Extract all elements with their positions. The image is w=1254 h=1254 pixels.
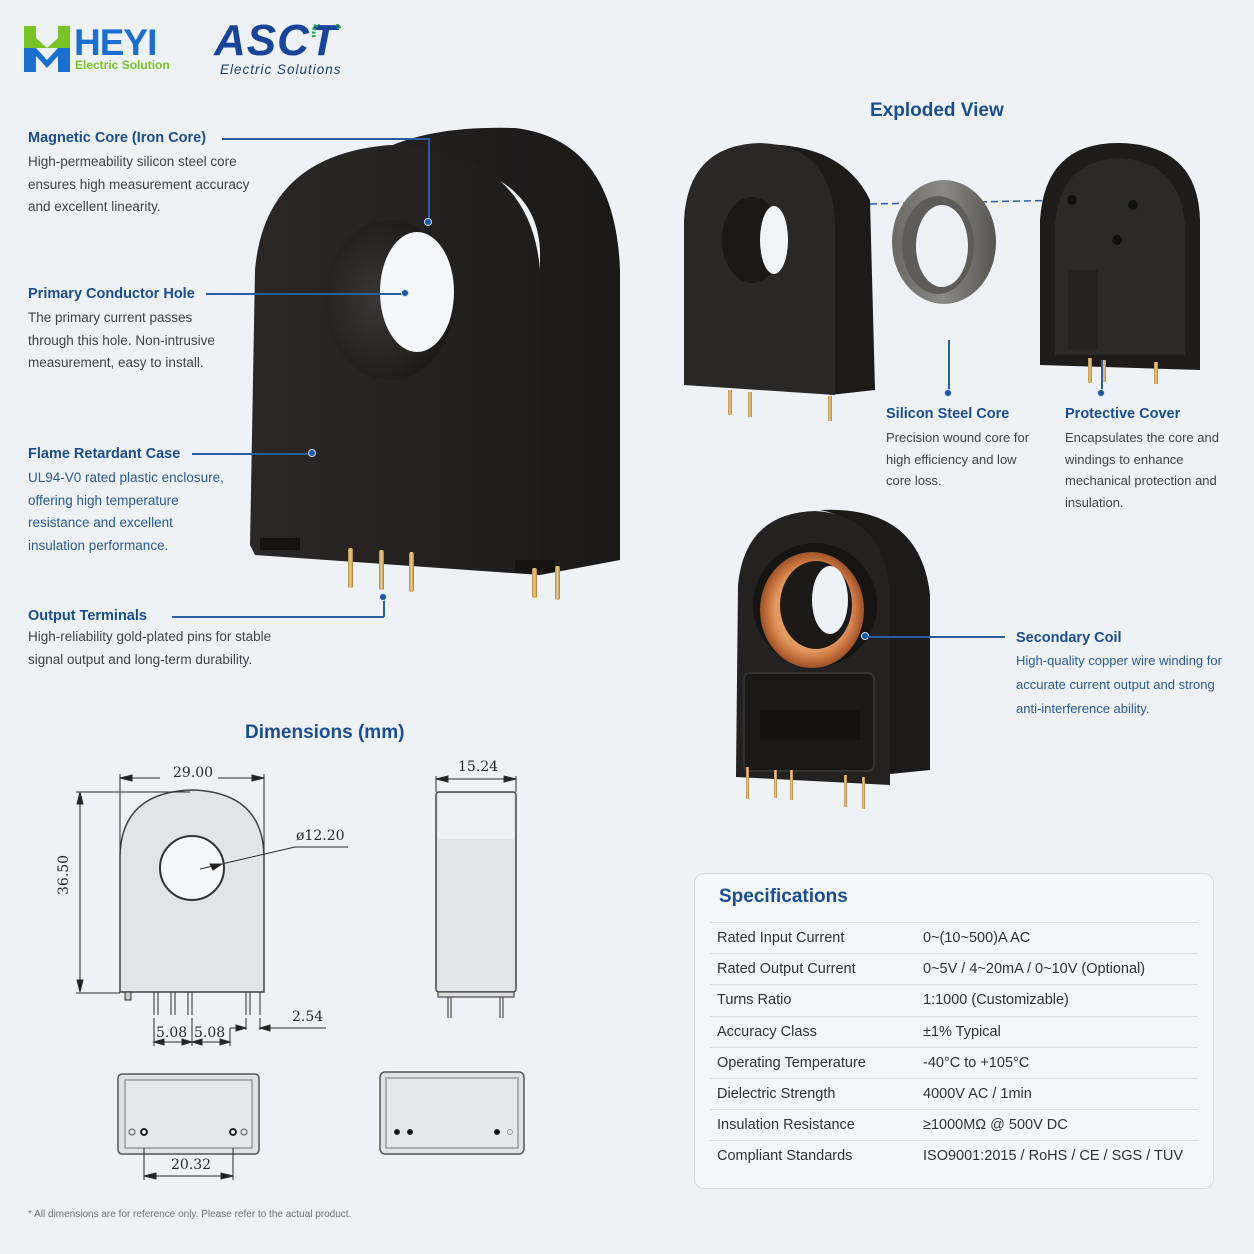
- leader-line: [948, 340, 950, 395]
- spec-row: Operating Temperature -40°C to +105°C: [710, 1046, 1198, 1078]
- spec-value: -40°C to +105°C: [923, 1054, 1030, 1071]
- leader-line: [1101, 360, 1103, 393]
- dim-pin-pitch-3: 2.54: [292, 1009, 324, 1025]
- specifications-table: Rated Input Current 0~(10~500)A AC Rated …: [710, 922, 1198, 1172]
- heyi-tagline: Electric Solution: [75, 58, 170, 72]
- callout-dot: [944, 389, 952, 397]
- callout-title: Secondary Coil: [1016, 630, 1122, 646]
- spec-label: Compliant Standards: [717, 1148, 853, 1165]
- callout-title: Magnetic Core (Iron Core): [28, 130, 207, 146]
- specifications-card: Specifications Rated Input Current 0~(10~…: [694, 873, 1214, 1189]
- spec-label: Dielectric Strength: [717, 1086, 836, 1103]
- dim-height: 36.50: [56, 854, 72, 895]
- callout-dot: [424, 218, 432, 226]
- callout-dot: [308, 449, 316, 457]
- spec-value: 4000V AC / 1min: [923, 1086, 1032, 1103]
- callout-protective-cover: Protective Cover Encapsulates the core a…: [1065, 406, 1219, 513]
- leader-line: [192, 453, 310, 455]
- secondary-coil-image: [736, 509, 930, 809]
- spec-value: 0~(10~500)A AC: [923, 930, 1031, 947]
- exploded-view-title: Exploded View: [870, 100, 1004, 121]
- heyi-mark-icon: [24, 26, 70, 72]
- asct-arc-icon: [312, 24, 342, 38]
- spec-value: ±1% Typical: [923, 1023, 1001, 1040]
- spec-value: ISO9001:2015 / RoHS / CE / SGS / TUV: [923, 1148, 1184, 1165]
- dim-width: 29.00: [173, 765, 214, 781]
- dim-pin-span: 20.32: [171, 1157, 212, 1173]
- callout-dot: [379, 593, 387, 601]
- spec-row: Rated Output Current 0~5V / 4~20mA / 0~10…: [710, 953, 1198, 984]
- spec-label: Accuracy Class: [717, 1023, 817, 1040]
- spec-row: Insulation Resistance ≥1000MΩ @ 500V DC: [710, 1109, 1198, 1140]
- current-transformer-image: [250, 127, 620, 600]
- callout-magnetic-core: Magnetic Core (Iron Core) High-permeabil…: [28, 130, 249, 219]
- leader-line: [206, 293, 404, 295]
- spec-label: Operating Temperature: [717, 1054, 866, 1071]
- callout-primary-conductor-hole: Primary Conductor Hole The primary curre…: [28, 286, 215, 375]
- callout-description: Encapsulates the core and windings to en…: [1065, 430, 1219, 510]
- dimension-drawings: [76, 774, 525, 1180]
- leader-line: [383, 598, 385, 617]
- callout-title: Protective Cover: [1065, 406, 1181, 422]
- callout-description: High-permeability silicon steel core ens…: [28, 154, 250, 214]
- callout-title: Silicon Steel Core: [886, 406, 1010, 422]
- leader-line: [172, 616, 384, 618]
- specifications-title: Specifications: [719, 886, 848, 907]
- callout-title: Output Terminals: [28, 608, 147, 624]
- heyi-wordmark: HEYI: [74, 22, 157, 63]
- spec-label: Insulation Resistance: [717, 1117, 855, 1134]
- spec-value: 0~5V / 4~20mA / 0~10V (Optional): [923, 961, 1146, 978]
- callout-description: Precision wound core for high efficiency…: [886, 430, 1030, 488]
- callout-description: High-reliability gold-plated pins for st…: [28, 629, 272, 667]
- spec-row: Rated Input Current 0~(10~500)A AC: [710, 922, 1198, 953]
- asct-tagline: Electric Solutions: [220, 62, 342, 77]
- exploded-view-image: [684, 142, 1200, 421]
- dim-depth: 15.24: [458, 759, 499, 775]
- dim-hole-diameter: ø12.20: [296, 828, 345, 844]
- dim-pin-pitch-1: 5.08: [156, 1025, 188, 1041]
- callout-description: UL94-V0 rated plastic enclosure, offerin…: [28, 470, 224, 553]
- callout-output-terminals: Output Terminals High-reliability gold-p…: [28, 608, 271, 671]
- callout-title: Flame Retardant Case: [28, 446, 181, 462]
- asct-logo: ASCT Electric Solutions: [214, 16, 374, 78]
- callout-description: High-quality copper wire winding for acc…: [1016, 653, 1222, 716]
- callout-secondary-coil: Secondary Coil High-quality copper wire …: [1016, 630, 1222, 721]
- callout-dot: [1097, 389, 1105, 397]
- leader-line: [868, 636, 1005, 638]
- heyi-logo: HEYI Electric Solution: [24, 22, 204, 74]
- spec-label: Rated Output Current: [717, 961, 856, 978]
- dimensions-title: Dimensions (mm): [245, 722, 405, 743]
- spec-row: Accuracy Class ±1% Typical: [710, 1015, 1198, 1047]
- callout-dot: [401, 289, 409, 297]
- dim-pin-pitch-2: 5.08: [194, 1025, 226, 1041]
- spec-row: Compliant Standards ISO9001:2015 / RoHS /…: [710, 1140, 1198, 1171]
- callout-silicon-steel-core: Silicon Steel Core Precision wound core …: [886, 406, 1029, 492]
- leader-line: [428, 138, 430, 222]
- spec-label: Turns Ratio: [717, 992, 792, 1009]
- callout-description: The primary current passes through this …: [28, 310, 215, 370]
- callout-title: Primary Conductor Hole: [28, 286, 195, 302]
- spec-value: 1:1000 (Customizable): [923, 992, 1069, 1009]
- leader-line: [222, 138, 428, 140]
- asct-wordmark: ASCT: [214, 16, 338, 65]
- spec-value: ≥1000MΩ @ 500V DC: [923, 1117, 1068, 1134]
- dimensions-footnote: * All dimensions are for reference only.…: [28, 1209, 352, 1220]
- spec-label: Rated Input Current: [717, 930, 845, 947]
- spec-row: Turns Ratio 1:1000 (Customizable): [710, 984, 1198, 1015]
- callout-flame-retardant-case: Flame Retardant Case UL94-V0 rated plast…: [28, 446, 224, 557]
- spec-row: Dielectric Strength 4000V AC / 1min: [710, 1077, 1198, 1109]
